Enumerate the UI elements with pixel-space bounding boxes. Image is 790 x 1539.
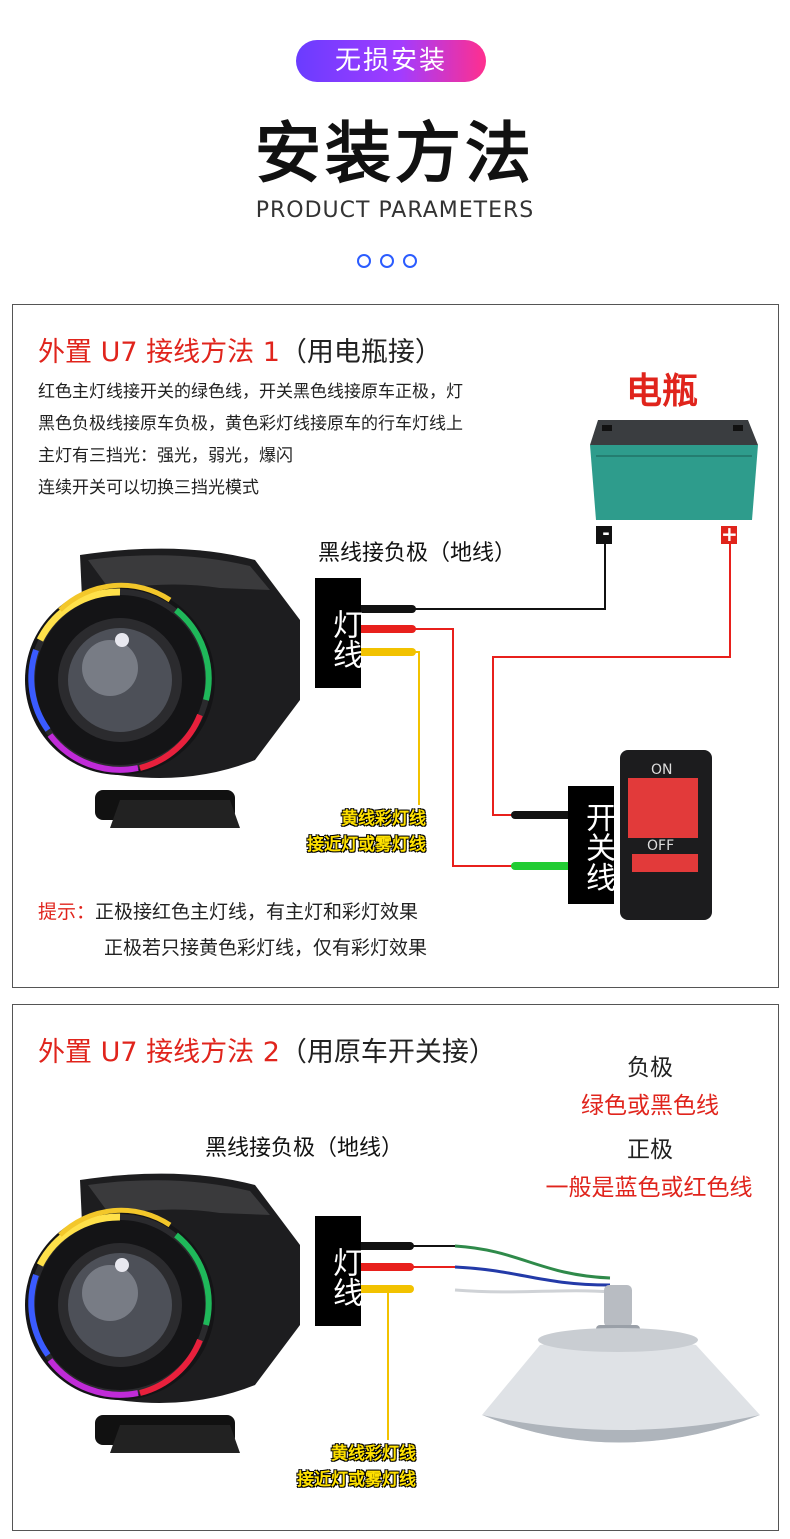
- wire-red: [356, 625, 515, 867]
- pos-value: 一般是蓝色或红色线: [545, 1175, 753, 1201]
- light-wire-tag-2: 灯线: [315, 1216, 362, 1326]
- desc-line: 主灯有三挡光：强光，弱光，爆闪: [38, 446, 293, 466]
- pos-label: 正极: [627, 1137, 673, 1163]
- battery-neg-terminal: [596, 526, 612, 544]
- tip-line: 正极接红色主灯线，有主灯和彩灯效果: [95, 901, 419, 923]
- bulb-icon: [482, 1285, 760, 1443]
- method-1-title-text: 外置 U7 接线方法 1: [38, 337, 280, 368]
- battery-pos-sign: +: [721, 522, 738, 546]
- battery-label: 电瓶: [626, 371, 699, 412]
- yellow-wire-note-line: 黄线彩灯线: [341, 809, 426, 829]
- wire-yellow: [356, 648, 420, 805]
- tip-line: 正极若只接黄色彩灯线，仅有彩灯效果: [104, 937, 428, 959]
- black-wire-label-2: 黑线接负极（地线）: [205, 1136, 404, 1161]
- switch-wire-tag: 开关线: [568, 786, 615, 904]
- method-1-title: 外置 U7 接线方法 1（用电瓶接）: [38, 330, 442, 369]
- desc-line: 黑色负极线接原车负极，黄色彩灯线接原车的行车灯线上: [38, 414, 463, 434]
- battery-icon: [590, 420, 758, 520]
- dot-icon: [357, 254, 371, 268]
- yellow-wire-note-2: 黄线彩灯线 接近灯或雾灯线: [276, 1441, 416, 1493]
- dot-icon: [380, 254, 394, 268]
- method-1-title-paren: （用电瓶接）: [279, 337, 442, 368]
- neg-value: 绿色或黑色线: [581, 1093, 719, 1119]
- decor-dots: [357, 253, 427, 268]
- switch-icon: [620, 750, 712, 920]
- battery-pos-terminal: [721, 526, 737, 544]
- yellow-wire-note-line: 黄线彩灯线: [331, 1444, 416, 1464]
- light-wire-tag: 灯线: [315, 578, 362, 688]
- tip-block: 提示：正极接红色主灯线，有主灯和彩灯效果 正极若只接黄色彩灯线，仅有彩灯效果: [38, 894, 427, 966]
- dot-icon: [403, 254, 417, 268]
- yellow-wire-note-line: 接近灯或雾灯线: [307, 835, 426, 855]
- wire-black: [356, 544, 606, 613]
- method-2-title-text: 外置 U7 接线方法 2: [38, 1037, 280, 1068]
- headlight-icon: [25, 548, 300, 828]
- page-title: 安装方法: [255, 115, 535, 192]
- black-wire-label: 黑线接负极（地线）: [318, 541, 517, 566]
- method-2-title: 外置 U7 接线方法 2（用原车开关接）: [38, 1030, 496, 1069]
- desc-line: 连续开关可以切换三挡光模式: [38, 478, 259, 498]
- yellow-wire-note-line: 接近灯或雾灯线: [297, 1470, 416, 1490]
- page-subtitle: PRODUCT PARAMETERS: [255, 198, 535, 223]
- headlight-icon: [25, 1173, 300, 1453]
- tip-prefix: 提示：: [38, 901, 96, 923]
- desc-line: 红色主灯线接开关的绿色线，开关黑色线接原车正极，灯: [38, 382, 463, 402]
- switch-off-label: OFF: [647, 838, 675, 854]
- battery-neg-sign: -: [602, 523, 610, 544]
- switch-on-label: ON: [651, 762, 673, 778]
- yellow-wire-note: 黄线彩灯线 接近灯或雾灯线: [286, 806, 426, 858]
- method-1-description: 红色主灯线接开关的绿色线，开关黑色线接原车正极，灯 黑色负极线接原车负极，黄色彩…: [38, 376, 558, 504]
- wiring-diagram-1: [25, 420, 758, 920]
- install-badge: 无损安装: [296, 40, 486, 82]
- neg-label: 负极: [627, 1055, 673, 1081]
- wire-battery-positive: [492, 544, 731, 816]
- method-2-title-paren: （用原车开关接）: [279, 1037, 496, 1068]
